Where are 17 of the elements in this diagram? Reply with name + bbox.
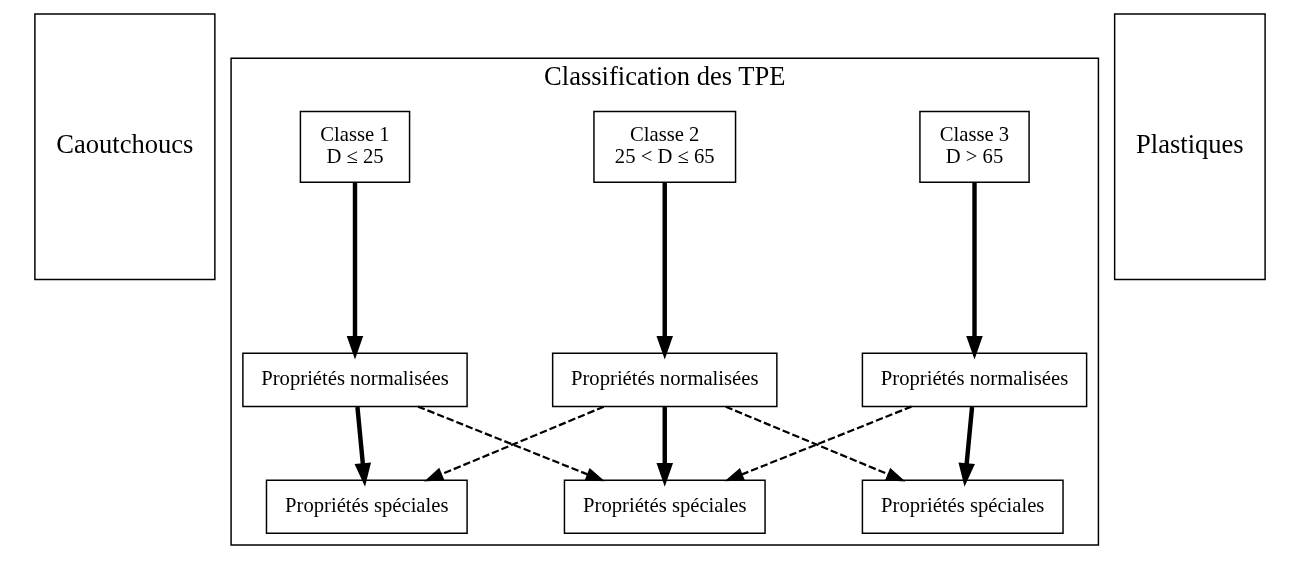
node-box: Propriétés spéciales [563,479,766,535]
node-box: Classe 3 D > 65 [918,110,1030,183]
node-box: Propriétés spéciales [265,479,468,535]
node-box: Plastiques [1113,13,1266,281]
node-box: Classe 2 25 < D ≤ 65 [592,110,736,183]
arrow [965,182,983,360]
arrow [346,182,363,360]
arrow [655,182,673,360]
node-box: Propriétés normalisées [551,352,778,408]
node-box: Propriétés normalisées [861,352,1087,408]
node-box: Caoutchoucs [33,13,216,281]
arrow [957,406,975,487]
node-box: Propriétés spéciales [861,479,1064,535]
node-box: Propriétés normalisées [241,352,468,408]
arrow [655,407,673,487]
arrow [354,406,371,487]
node-box: Classe 1 D ≤ 25 [299,110,410,183]
